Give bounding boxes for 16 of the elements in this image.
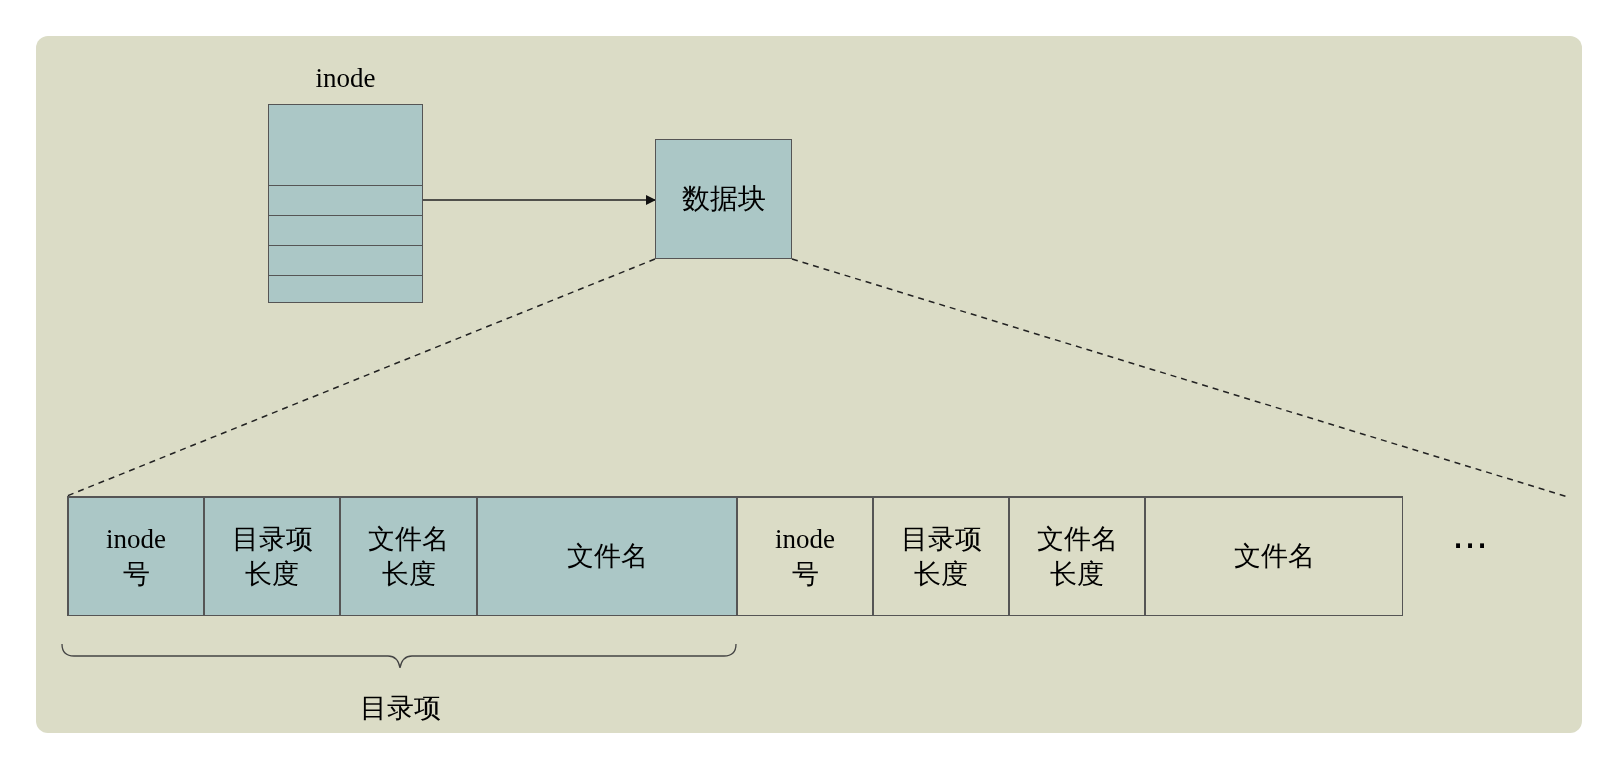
- arrow: [422, 195, 656, 205]
- entry-field-cell: inode号: [737, 497, 873, 615]
- ellipsis-text: ···: [1450, 524, 1490, 568]
- entry-field-cell: 文件名长度: [1009, 497, 1145, 615]
- zoom-line: [791, 258, 1569, 498]
- entry-field-cell: 文件名: [1145, 497, 1402, 615]
- zoom-line: [66, 258, 656, 497]
- brace-label: 目录项: [358, 691, 442, 725]
- entry-field-cell: inode号: [68, 497, 204, 615]
- entry-field-cell: 文件名: [477, 497, 737, 615]
- entry-field-cell: 目录项长度: [873, 497, 1009, 615]
- entry-field-cell: 目录项长度: [204, 497, 340, 615]
- entry-field-cell: 文件名长度: [340, 497, 477, 615]
- node-heading: inode: [314, 62, 377, 94]
- data-block-box: 数据块: [655, 139, 792, 259]
- directory-entry-row: [67, 496, 1403, 616]
